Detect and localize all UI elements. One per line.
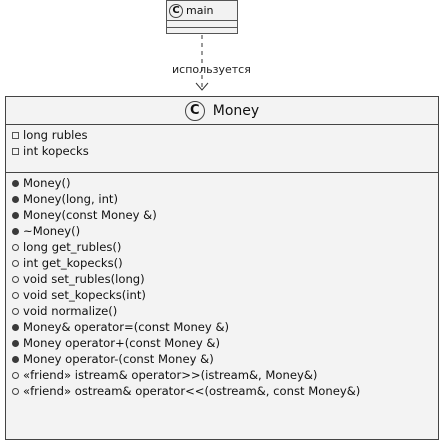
method-row[interactable]: «friend» istream& operator>>(istream&, M… xyxy=(6,367,438,383)
field-row-text: int kopecks xyxy=(23,144,89,158)
private-visibility-icon xyxy=(12,147,19,155)
dependency-arrow xyxy=(195,35,209,91)
field-row[interactable]: int kopecks xyxy=(6,143,438,159)
public-visibility-icon xyxy=(12,179,19,187)
dependency-arrowhead xyxy=(195,82,209,91)
method-row-text: Money(long, int) xyxy=(23,192,118,206)
method-row-text: void set_kopecks(int) xyxy=(23,288,146,302)
field-row[interactable]: long rubles xyxy=(6,127,438,143)
public-visibility-icon xyxy=(12,323,19,331)
method-row[interactable]: Money(long, int) xyxy=(6,191,438,207)
method-row-text: void normalize() xyxy=(23,304,118,318)
method-row[interactable]: Money& operator=(const Money &) xyxy=(6,319,438,335)
money-class-header: C Money xyxy=(6,97,438,125)
protected-visibility-icon xyxy=(12,259,19,267)
method-row-text: Money(const Money &) xyxy=(23,208,157,222)
main-class-box[interactable]: C main xyxy=(166,0,238,34)
public-visibility-icon xyxy=(12,355,19,363)
protected-visibility-icon xyxy=(12,387,19,395)
protected-visibility-icon xyxy=(12,307,19,315)
class-icon: C xyxy=(184,100,205,121)
method-row[interactable]: long get_rubles() xyxy=(6,239,438,255)
method-row[interactable]: Money() xyxy=(6,175,438,191)
method-row-text: int get_kopecks() xyxy=(23,256,123,270)
protected-visibility-icon xyxy=(12,371,19,379)
protected-visibility-icon xyxy=(12,275,19,283)
method-row[interactable]: ~Money() xyxy=(6,223,438,239)
method-row-text: ~Money() xyxy=(23,224,81,238)
method-row[interactable]: Money operator+(const Money &) xyxy=(6,335,438,351)
method-row[interactable]: void normalize() xyxy=(6,303,438,319)
method-row-text: «friend» ostream& operator<<(ostream&, c… xyxy=(23,384,361,398)
method-row-text: Money& operator=(const Money &) xyxy=(23,320,230,334)
method-row-text: void set_rubles(long) xyxy=(23,272,145,286)
money-class-name: Money xyxy=(212,102,260,119)
method-row-text: Money operator+(const Money &) xyxy=(23,336,220,350)
method-row[interactable]: Money operator-(const Money &) xyxy=(6,351,438,367)
main-class-divider xyxy=(167,27,237,28)
method-row-text: long get_rubles() xyxy=(23,240,122,254)
method-row[interactable]: void set_rubles(long) xyxy=(6,271,438,287)
method-row[interactable]: «friend» ostream& operator<<(ostream&, c… xyxy=(6,383,438,399)
protected-visibility-icon xyxy=(12,243,19,251)
class-icon: C xyxy=(169,3,183,18)
method-row-text: «friend» istream& operator>>(istream&, M… xyxy=(23,368,318,382)
main-class-header: C main xyxy=(167,1,237,21)
method-row[interactable]: void set_kopecks(int) xyxy=(6,287,438,303)
methods-section: Money() Money(long, int) Money(const Money… xyxy=(6,173,438,399)
protected-visibility-icon xyxy=(12,291,19,299)
method-row[interactable]: int get_kopecks() xyxy=(6,255,438,271)
fields-section: long rubles int kopecks xyxy=(6,125,438,173)
main-class-name: main xyxy=(186,4,214,17)
public-visibility-icon xyxy=(12,339,19,347)
private-visibility-icon xyxy=(12,131,19,139)
dependency-label: используется xyxy=(172,63,251,76)
public-visibility-icon xyxy=(12,227,19,235)
public-visibility-icon xyxy=(12,195,19,203)
method-row[interactable]: Money(const Money &) xyxy=(6,207,438,223)
method-row-text: Money() xyxy=(23,176,71,190)
field-row-text: long rubles xyxy=(23,128,88,142)
method-row-text: Money operator-(const Money &) xyxy=(23,352,214,366)
public-visibility-icon xyxy=(12,211,19,219)
